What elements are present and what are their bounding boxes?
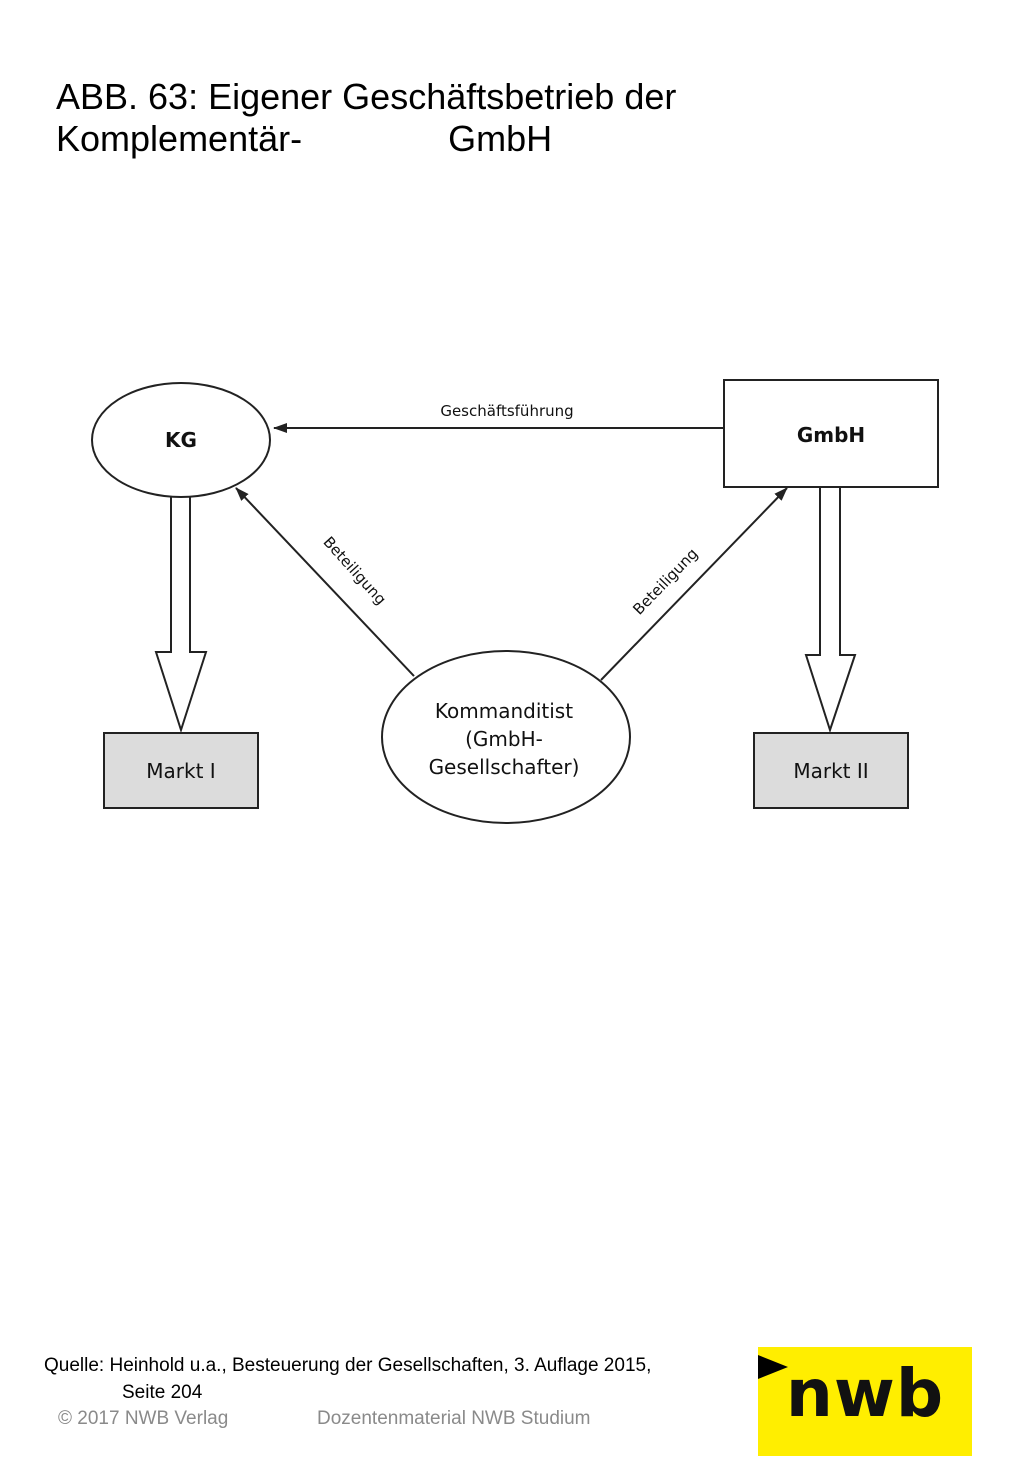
title-line-2: Komplementär- GmbH [56, 118, 676, 160]
geschaeftsfuehrung-label: Geschäftsführung [440, 402, 573, 420]
beteiligung-right-label: Beteiligung [629, 545, 701, 619]
gmbh-node [723, 379, 939, 488]
gmbh-to-markt2-arrow [804, 488, 857, 734]
kg-node [91, 382, 271, 498]
footer-material: Dozentenmaterial NWB Studium [317, 1408, 591, 1429]
title-line-2-part-1: Komplementär- [56, 118, 303, 159]
gmbh-label: GmbH [797, 423, 865, 447]
beteiligung-right-edge [600, 487, 788, 681]
structure-diagram: KG GmbH Kommanditist (GmbH- Gesellschaft… [91, 379, 939, 824]
title-line-1: ABB. 63: Eigener Geschäftsbetrieb der [56, 76, 677, 117]
markt2-label: Markt II [793, 759, 868, 783]
kommanditist-label-line-2: (GmbH- [465, 727, 543, 751]
kommanditist-label-line-3: Gesellschafter) [429, 755, 580, 779]
footer-copyright: © 2017 NWB Verlag [58, 1408, 229, 1429]
markt2-node [753, 732, 909, 809]
logo-arrow-icon [758, 1355, 788, 1379]
kommanditist-label-line-1: Kommanditist [435, 699, 573, 723]
kg-to-markt1-arrow [154, 497, 208, 734]
source-line-1: Quelle: Heinhold u.a., Besteuerung der G… [44, 1355, 652, 1376]
beteiligung-left-label: Beteiligung [320, 533, 390, 608]
source-citation: Quelle: Heinhold u.a., Besteuerung der G… [44, 1352, 651, 1406]
title-line-2-part-2: GmbH [448, 118, 553, 159]
nwb-logo: nwb [758, 1347, 972, 1456]
beteiligung-left-edge [235, 487, 415, 677]
markt1-label: Markt I [146, 759, 215, 783]
kommanditist-node [381, 650, 631, 824]
markt1-node [103, 732, 259, 809]
logo-text: nwb [785, 1355, 945, 1432]
source-line-2: Seite 204 [122, 1382, 203, 1403]
kg-label: KG [165, 428, 197, 452]
page-title: ABB. 63: Eigener Geschäftsbetrieb der Ko… [56, 76, 676, 160]
